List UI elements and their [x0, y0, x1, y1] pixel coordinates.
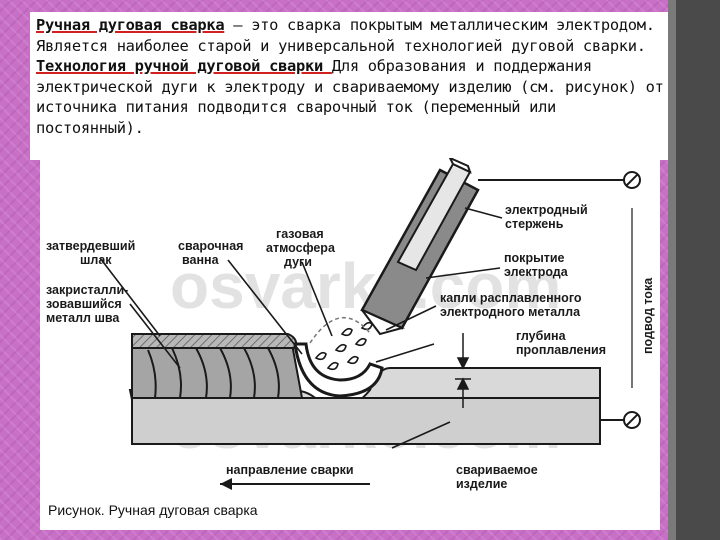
- text-panel: Ручная дуговая сварка – это сварка покры…: [30, 12, 668, 160]
- label-gas-1: газовая: [276, 227, 324, 241]
- term-technology: Технология ручной дуговой сварки: [36, 57, 332, 75]
- label-depth-2: проплавления: [516, 343, 606, 357]
- label-coating-1: покрытие: [504, 251, 565, 265]
- label-workpiece-2: изделие: [456, 477, 507, 491]
- workpiece-lower-face: [131, 397, 601, 445]
- leader-lines: [99, 207, 503, 449]
- label-crystal-1: закристалли-: [46, 283, 128, 297]
- intro-paragraph: Ручная дуговая сварка – это сварка покры…: [36, 15, 668, 138]
- paragraph-text-2: Для образования и поддержания электричес…: [36, 57, 664, 137]
- gas-atmosphere-arc: [309, 317, 371, 344]
- weld-seam: [131, 343, 304, 399]
- welding-figure: osvarke.com osvarke.com: [40, 158, 660, 530]
- decorative-side-strip: [668, 0, 720, 540]
- label-current: подвод тока: [641, 277, 655, 354]
- label-direction: направление сварки: [226, 463, 354, 477]
- label-crystal-3: металл шва: [46, 311, 120, 325]
- solidified-slag: [131, 333, 298, 349]
- label-rod-1: электродный: [505, 203, 588, 217]
- direction-arrow: [220, 478, 370, 490]
- label-gas-2: атмосфера: [266, 241, 336, 255]
- label-workpiece-1: свариваемое: [456, 463, 538, 477]
- label-coating-2: электрода: [504, 265, 569, 279]
- current-supply: [478, 171, 641, 429]
- label-pool-1: сварочная: [178, 239, 243, 253]
- label-droplets-1: капли расплавленного: [440, 291, 582, 305]
- label-crystal-2: зовавшийся: [46, 297, 122, 311]
- paragraph-text-1: – это сварка покрытым металлическим элек…: [36, 16, 655, 55]
- label-droplets-2: электродного металла: [440, 305, 581, 319]
- metal-droplets: [314, 321, 373, 371]
- label-slag-2: шлак: [80, 253, 112, 267]
- label-pool-2: ванна: [182, 253, 220, 267]
- weld-pool: [293, 342, 384, 398]
- label-rod-2: стержень: [505, 217, 564, 231]
- welding-diagram: osvarke.com osvarke.com: [46, 158, 655, 491]
- label-slag-1: затвердевший: [46, 239, 135, 253]
- label-depth-1: глубина: [516, 329, 567, 343]
- electrode: [360, 158, 480, 336]
- label-gas-3: дуги: [284, 255, 312, 269]
- figure-caption: Рисунок. Ручная дуговая сварка: [48, 502, 258, 518]
- term-manual-arc-welding: Ручная дуговая сварка: [36, 16, 225, 34]
- depth-indicator: [455, 333, 471, 408]
